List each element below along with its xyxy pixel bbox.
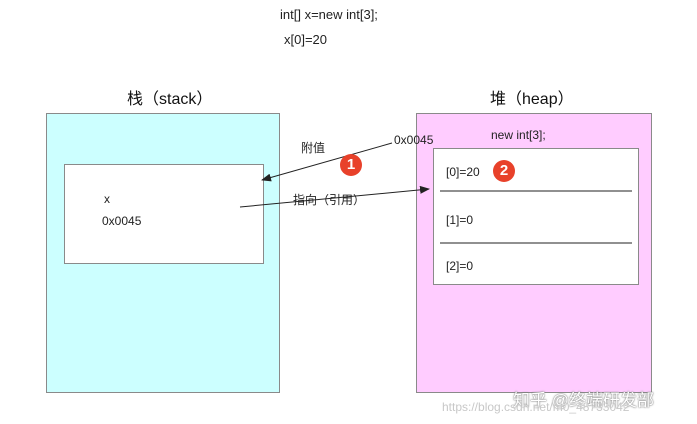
stack-title: 栈（stack） <box>127 91 213 108</box>
watermark-url: https://blog.csdn.net/m0_48733042 <box>442 400 630 414</box>
reference-arrow <box>239 185 430 208</box>
heap-new-label: new int[3]; <box>491 128 546 142</box>
heap-title: 堆（heap） <box>490 91 574 108</box>
array-cell-0: [0]=20 <box>446 165 480 179</box>
assign-arrow <box>261 142 393 182</box>
reference-label: 指向（引用） <box>293 193 366 207</box>
heap-array-box <box>433 148 639 285</box>
stack-variable-name: x <box>104 192 110 206</box>
code-line-declaration: int[] x=new int[3]; <box>280 7 378 22</box>
code-line-assignment: x[0]=20 <box>284 32 328 47</box>
array-cell-2: [2]=0 <box>446 259 474 273</box>
array-cell-1: [1]=0 <box>446 213 474 227</box>
stack-variable-value: 0x0045 <box>102 214 142 228</box>
address-label: 0x0045 <box>394 133 434 147</box>
watermark-text: 知乎 @终端研发部 <box>513 391 654 410</box>
step-badge-1: 1 <box>340 154 362 176</box>
step-badge-2: 2 <box>493 160 515 182</box>
assign-label: 附值 <box>301 141 326 155</box>
stack-variable-box <box>64 164 264 264</box>
